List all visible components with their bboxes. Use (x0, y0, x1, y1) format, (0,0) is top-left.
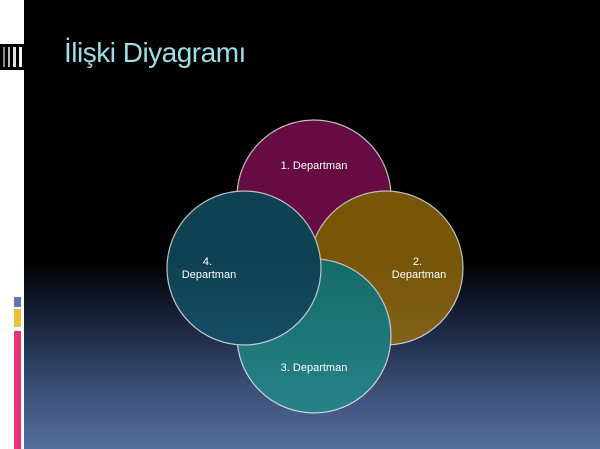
department-label-3: 3. Departman (281, 362, 348, 374)
slide-title: İlişki Diyagramı (64, 37, 246, 68)
department-circle-4 (166, 190, 322, 346)
side-accent-bars (14, 297, 21, 449)
department-label-4: 4. Departman (182, 256, 236, 281)
accent-bar-pink (14, 331, 21, 449)
department-label-1: 1. Departman (281, 160, 348, 172)
accent-bar-yellow (14, 309, 21, 327)
accent-bar-blue (14, 297, 21, 307)
department-label-2: 2. Departman (392, 256, 446, 281)
top-left-ornament (0, 44, 24, 70)
